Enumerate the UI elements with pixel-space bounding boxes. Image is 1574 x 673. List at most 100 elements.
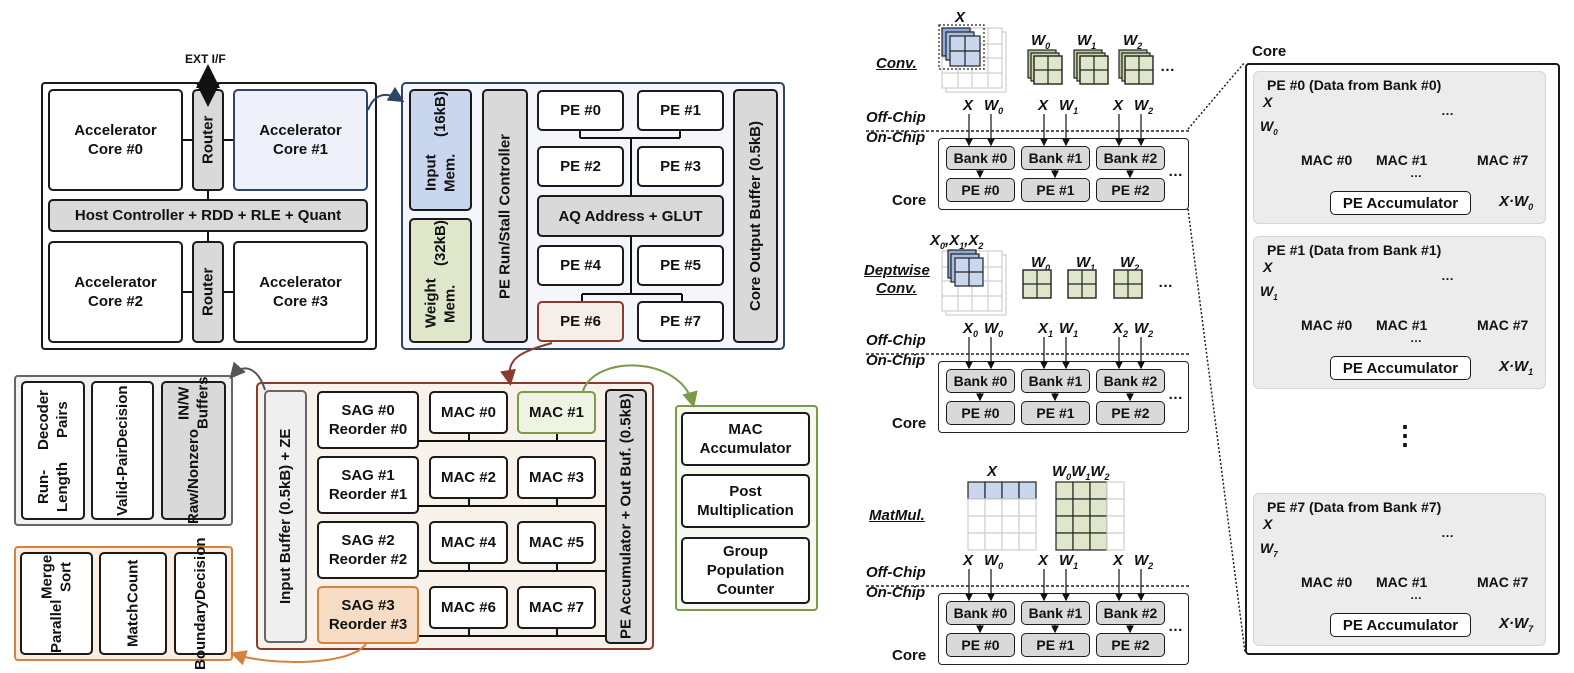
mac-4[interactable]: MAC #4: [429, 521, 508, 564]
matmul-w-cell: [1106, 481, 1125, 500]
tensor-label-w0: W0: [1031, 32, 1051, 51]
matmul-w-cell: [1089, 498, 1108, 517]
pe-panel-title: PE #7 (Data from Bank #7): [1267, 499, 1442, 515]
accelerator-core-0[interactable]: Accelerator Core #0: [48, 89, 183, 191]
core-zoom-title: Core: [1252, 43, 1287, 60]
host-label: Host Controller + RDD + RLE + Quant: [74, 207, 342, 224]
mac-label: MAC #0: [440, 404, 496, 421]
matmul-w-cell: [1106, 532, 1125, 551]
mac-5[interactable]: MAC #5: [517, 521, 596, 564]
label-line: Multiplication: [697, 502, 794, 519]
off-chip-label: Off-Chip: [866, 109, 926, 126]
pe-panel-title: PE #0 (Data from Bank #0): [1267, 77, 1442, 93]
pe-1[interactable]: PE #1: [1021, 178, 1090, 202]
pe-7[interactable]: PE #7: [637, 301, 724, 342]
mac-group-label: MAC #1: [1376, 317, 1428, 333]
pe-2[interactable]: PE #2: [537, 146, 624, 187]
mac-ellipsis: …: [1410, 331, 1422, 345]
pe-1[interactable]: PE #1: [1021, 401, 1090, 425]
bank-ellipsis: …: [1168, 618, 1183, 635]
core-label: Core: [892, 415, 927, 432]
pe-5[interactable]: PE #5: [637, 245, 724, 286]
mac-ellipsis: …: [1410, 588, 1422, 602]
bank-0[interactable]: Bank #0: [946, 369, 1015, 393]
accelerator-core-3[interactable]: Accelerator Core #3: [233, 241, 368, 343]
matmul-w-cell: [1055, 515, 1074, 534]
mac-group-label: MAC #7: [1477, 152, 1529, 168]
accelerator-core-1[interactable]: Accelerator Core #1: [233, 89, 368, 191]
pe-array-wires: [579, 131, 683, 301]
mac-0[interactable]: MAC #0: [429, 391, 508, 434]
matmul-w-cell: [1072, 481, 1091, 500]
weights-ellipsis: …: [1160, 58, 1175, 75]
core-3-label: Accelerator Core #3: [259, 274, 342, 310]
mac-group-label: MAC #0: [1301, 317, 1353, 333]
tensor-label-w0: W0: [1031, 254, 1051, 273]
matmul-x-cell: [1001, 481, 1020, 500]
bank-1[interactable]: Bank #1: [1021, 369, 1090, 393]
input-x-label: X: [963, 97, 974, 114]
pe-4[interactable]: PE #4: [537, 245, 624, 286]
matmul-x-cell: [984, 498, 1003, 517]
router-links: [183, 139, 233, 293]
mac-label: MAC #2: [440, 469, 496, 486]
inbuf-to-decoder-arrow: [229, 361, 266, 391]
input-w-label: W2: [1134, 97, 1154, 116]
bank-1[interactable]: Bank #1: [1021, 601, 1090, 625]
pe-1[interactable]: PE #1: [1021, 633, 1090, 657]
tensor-label-w2: W2: [1120, 254, 1140, 273]
bank-2[interactable]: Bank #2: [1096, 601, 1165, 625]
aq-label: AQ Address + GLUT: [558, 207, 703, 225]
tensor-label-w1: W1: [1076, 254, 1096, 273]
mac-7[interactable]: MAC #7: [517, 586, 596, 629]
bank-2[interactable]: Bank #2: [1096, 146, 1165, 170]
weights-ellipsis: …: [1158, 274, 1173, 291]
row-ellipsis: …: [1441, 103, 1454, 118]
depthwise-title-2: Conv.: [876, 280, 917, 297]
core-label: Core: [892, 192, 927, 209]
label-line: MAC: [728, 421, 763, 438]
pe-panel-title: PE #1 (Data from Bank #1): [1267, 242, 1442, 258]
pe-2[interactable]: PE #2: [1096, 178, 1165, 202]
pe-0[interactable]: PE #0: [946, 633, 1015, 657]
mac-3[interactable]: MAC #3: [517, 456, 596, 499]
depthwise-input-tensor: [941, 249, 1007, 316]
bank-0[interactable]: Bank #0: [946, 601, 1015, 625]
accelerator-core-2[interactable]: Accelerator Core #2: [48, 241, 183, 343]
pe-2[interactable]: PE #2: [1096, 401, 1165, 425]
label-line: Reorder #0: [328, 421, 408, 438]
row-ellipsis: …: [1441, 268, 1454, 283]
conv-input-tensor: [938, 24, 1007, 93]
pe-0[interactable]: PE #0: [537, 90, 624, 131]
label-line: Reorder #3: [328, 616, 408, 633]
bank-0[interactable]: Bank #0: [946, 146, 1015, 170]
matmul-w-cell: [1089, 481, 1108, 500]
mac-group-label: MAC #0: [1301, 152, 1353, 168]
input-x-label: X: [1113, 552, 1124, 569]
tensor-label-w2: W2: [1123, 32, 1143, 51]
bank-1[interactable]: Bank #1: [1021, 146, 1090, 170]
mac-group-label: MAC #0: [1301, 574, 1353, 590]
matmul-title: MatMul.: [869, 507, 925, 524]
mac-2[interactable]: MAC #2: [429, 456, 508, 499]
pe6-to-detail-arrow: [500, 342, 553, 386]
pe-6[interactable]: PE #6: [537, 301, 624, 342]
mac1-to-detail-arrow: [582, 364, 698, 408]
mac-6[interactable]: MAC #6: [429, 586, 508, 629]
pe-2[interactable]: PE #2: [1096, 633, 1165, 657]
mac-1[interactable]: MAC #1: [517, 391, 596, 434]
bank-ellipsis: …: [1168, 163, 1183, 180]
matmul-w-cell: [1072, 532, 1091, 551]
depthwise-weight-tensors: [1022, 269, 1143, 299]
bank-2[interactable]: Bank #2: [1096, 369, 1165, 393]
pe-3[interactable]: PE #3: [637, 146, 724, 187]
pe-0[interactable]: PE #0: [946, 401, 1015, 425]
pe-0[interactable]: PE #0: [946, 178, 1015, 202]
matmul-x-cell: [1018, 481, 1037, 500]
pe-1[interactable]: PE #1: [637, 90, 724, 131]
